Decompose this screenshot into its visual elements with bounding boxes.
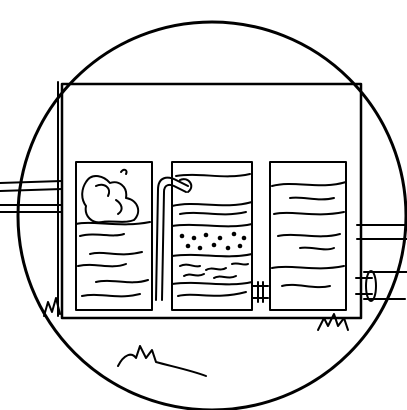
connector-valve	[252, 282, 268, 302]
chamber-clear-water	[270, 162, 346, 310]
gravel-dots	[180, 232, 247, 251]
inlet-pipe	[0, 181, 62, 212]
chamber-sludge	[76, 162, 152, 310]
